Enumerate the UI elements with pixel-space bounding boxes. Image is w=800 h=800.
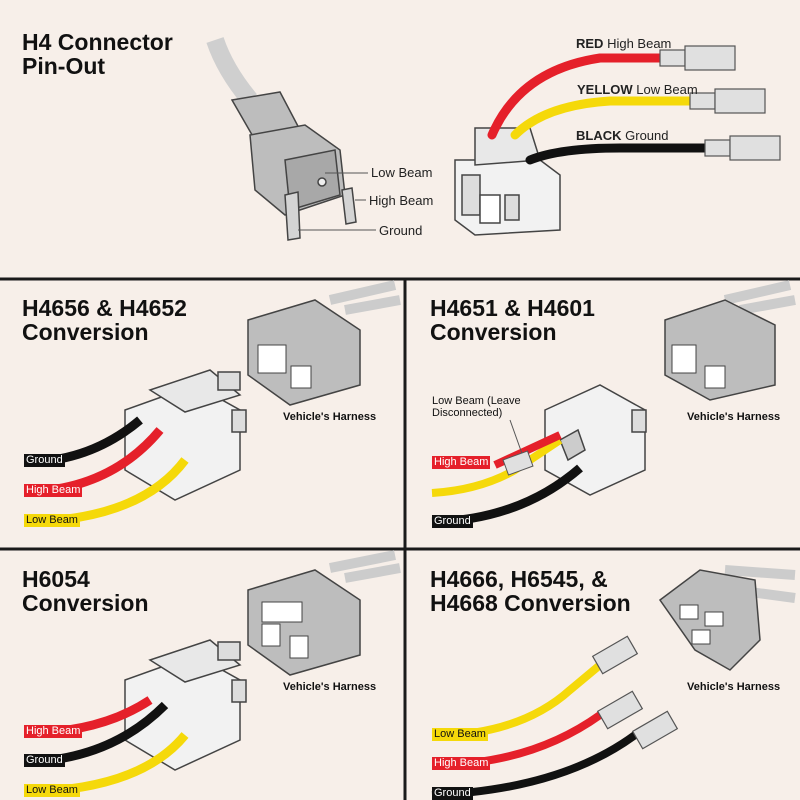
panel4-title-line1: H4666, H6545, & — [430, 566, 608, 592]
panel2-harness-illustration — [664, 280, 796, 401]
panel1-tag-ground: Ground — [24, 454, 65, 467]
wire-label-black: BLACK Ground — [576, 128, 669, 143]
wire-function-yellow: Low Beam — [636, 82, 698, 97]
panel1-harness-label: Vehicle's Harness — [283, 411, 377, 423]
pin-label-high-beam: High Beam — [369, 193, 434, 208]
panel3-tag-high-beam: High Beam — [24, 725, 83, 738]
panel4-harness-illustration — [658, 565, 796, 671]
panel3-socket-illustration — [124, 639, 247, 771]
panel2-terminal — [502, 450, 534, 476]
h4-bulb-base-illustration — [206, 37, 357, 241]
panel2-harness-label: Vehicle's Harness — [687, 411, 781, 423]
h4-socket-illustration — [454, 127, 561, 236]
wire-color-yellow: YELLOW — [577, 82, 633, 97]
panel3-harness-label: Vehicle's Harness — [283, 681, 377, 693]
panel4-tag-low-beam: Low Beam — [432, 728, 488, 741]
panel3-title-line1: H6054 — [22, 566, 90, 592]
panel1-title-line1: H4656 & H4652 — [22, 295, 187, 321]
panel4-title-line2: H4668 Conversion — [430, 590, 631, 616]
top-title-line1: H4 Connector — [22, 29, 173, 55]
panel2-note-line1: Low Beam (Leave — [432, 395, 521, 407]
panel3-harness-illustration — [247, 550, 401, 676]
wire-color-black: BLACK — [576, 128, 622, 143]
pin-label-ground: Ground — [379, 223, 423, 238]
panel3-tag-ground: Ground — [24, 754, 65, 767]
panel1-harness-illustration — [247, 280, 401, 406]
panel4-harness-label: Vehicle's Harness — [687, 681, 781, 693]
panel2-tag-ground: Ground — [432, 515, 473, 528]
pin-leader-lines — [298, 172, 376, 231]
panel3-tag-low-beam: Low Beam — [24, 784, 80, 797]
top-title-line2: Pin-Out — [22, 53, 106, 79]
panel2-note-line2: Disconnected) — [432, 407, 503, 419]
pin-label-low-beam: Low Beam — [371, 165, 433, 180]
panel1-tag-low-beam: Low Beam — [24, 514, 80, 527]
panel1-socket-illustration — [124, 369, 247, 501]
panel2-title-line2: Conversion — [430, 319, 557, 345]
top-terminals — [659, 45, 781, 161]
wire-color-red: RED — [576, 36, 604, 51]
wire-label-yellow: YELLOW Low Beam — [577, 82, 698, 97]
panel4-tag-ground: Ground — [432, 787, 473, 800]
panel2-title-line1: H4651 & H4601 — [430, 295, 595, 321]
panel1-tag-high-beam: High Beam — [24, 484, 83, 497]
panel3-title-line2: Conversion — [22, 590, 149, 616]
panel2-socket-illustration — [544, 384, 647, 496]
panel4-tag-high-beam: High Beam — [432, 757, 491, 770]
wire-function-red: High Beam — [607, 36, 672, 51]
wire-function-black: Ground — [625, 128, 669, 143]
panel2-tag-high-beam: High Beam — [432, 456, 491, 469]
top-wires — [487, 53, 715, 165]
wire-label-red: RED High Beam — [576, 36, 671, 51]
panel4-terminals — [591, 635, 679, 750]
panel1-title-line2: Conversion — [22, 319, 149, 345]
